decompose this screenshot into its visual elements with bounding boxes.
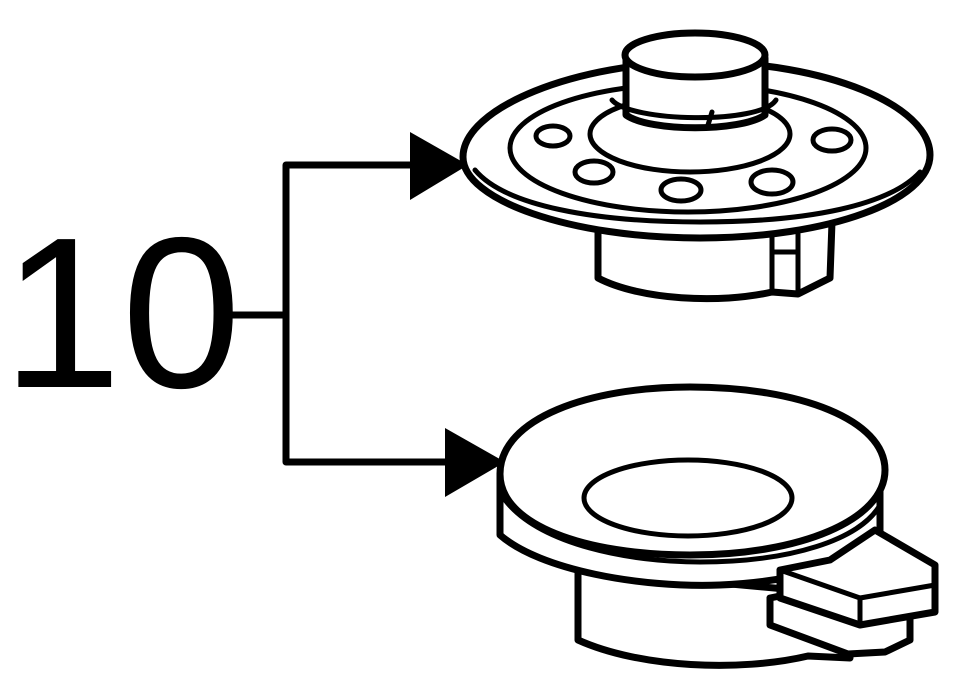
callout-number: 10 xyxy=(2,192,241,433)
strut-mount-icon xyxy=(459,29,934,303)
arrowhead-lower xyxy=(445,428,505,497)
leader-lines xyxy=(214,132,505,497)
arrowhead-upper xyxy=(410,132,468,200)
spring-seat-icon xyxy=(496,383,939,669)
